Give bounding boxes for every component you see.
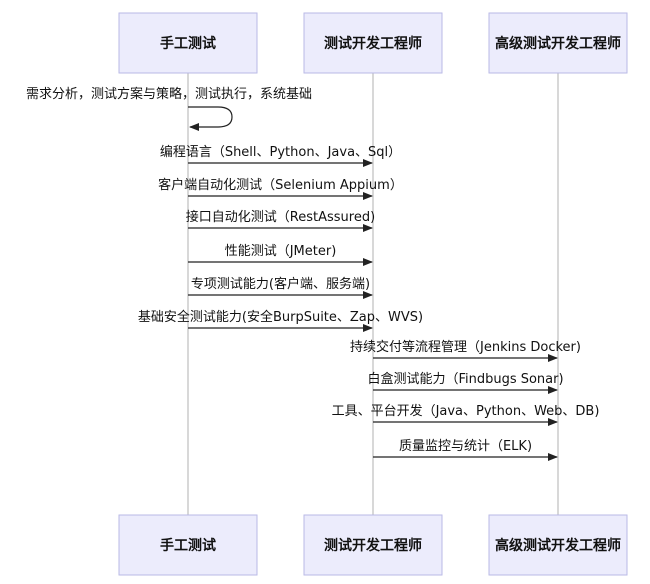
actor-label: 测试开发工程师 xyxy=(324,537,422,554)
actor-box xyxy=(488,12,628,74)
actor-label: 高级测试开发工程师 xyxy=(495,35,621,52)
actor-manual-bottom: 手工测试 xyxy=(118,514,258,576)
message-label: 质量监控与统计（ELK) xyxy=(399,439,532,454)
actor-box xyxy=(303,12,443,74)
actor-senior-bottom: 高级测试开发工程师 xyxy=(488,514,628,576)
message-3: 客户端自动化测试（Selenium Appium） xyxy=(158,177,403,200)
message-label: 工具、平台开发（Java、Python、Web、DB) xyxy=(332,403,600,419)
actor-senior-top: 高级测试开发工程师 xyxy=(488,12,628,74)
actor-sdet-bottom: 测试开发工程师 xyxy=(303,514,443,576)
message-label: 基础安全测试能力(安全BurpSuite、Zap、WVS) xyxy=(138,309,423,325)
actor-label: 测试开发工程师 xyxy=(324,35,422,52)
message-11: 质量监控与统计（ELK) xyxy=(373,439,558,461)
lifelines xyxy=(187,73,559,515)
actor-manual-top: 手工测试 xyxy=(118,12,258,74)
actor-row-top: 手工测试 测试开发工程师 高级测试开发工程师 xyxy=(118,12,628,74)
messages: 需求分析，测试方案与策略，测试执行，系统基础编程语言（Shell、Python、… xyxy=(26,86,600,461)
message-1: 需求分析，测试方案与策略，测试执行，系统基础 xyxy=(26,86,312,131)
message-label: 编程语言（Shell、Python、Java、Sql） xyxy=(160,145,401,160)
message-label: 需求分析，测试方案与策略，测试执行，系统基础 xyxy=(26,86,312,102)
message-label: 性能测试（JMeter) xyxy=(225,244,337,259)
actor-row-bottom: 手工测试 测试开发工程师 高级测试开发工程师 xyxy=(118,514,628,576)
message-8: 持续交付等流程管理（Jenkins Docker) xyxy=(350,339,581,362)
actor-label: 高级测试开发工程师 xyxy=(495,537,621,554)
actor-sdet-top: 测试开发工程师 xyxy=(303,12,443,74)
actor-label: 手工测试 xyxy=(160,537,216,554)
self-message-arrow xyxy=(188,106,233,131)
actor-label: 手工测试 xyxy=(160,35,216,52)
actor-box xyxy=(118,514,258,576)
message-label: 接口自动化测试（RestAssured) xyxy=(186,209,375,225)
message-10: 工具、平台开发（Java、Python、Web、DB) xyxy=(332,403,600,426)
actor-box xyxy=(118,12,258,74)
message-label: 白盒测试能力（Findbugs Sonar) xyxy=(367,371,563,387)
message-6: 专项测试能力(客户端、服务端) xyxy=(188,276,373,299)
actor-box xyxy=(488,514,628,576)
message-4: 接口自动化测试（RestAssured) xyxy=(186,209,375,232)
message-label: 专项测试能力(客户端、服务端) xyxy=(191,276,370,292)
message-2: 编程语言（Shell、Python、Java、Sql） xyxy=(160,145,401,167)
message-label: 客户端自动化测试（Selenium Appium） xyxy=(158,177,403,193)
message-7: 基础安全测试能力(安全BurpSuite、Zap、WVS) xyxy=(138,309,423,332)
message-5: 性能测试（JMeter) xyxy=(188,244,373,266)
message-9: 白盒测试能力（Findbugs Sonar) xyxy=(367,371,564,394)
actor-box xyxy=(303,514,443,576)
message-label: 持续交付等流程管理（Jenkins Docker) xyxy=(350,339,581,355)
